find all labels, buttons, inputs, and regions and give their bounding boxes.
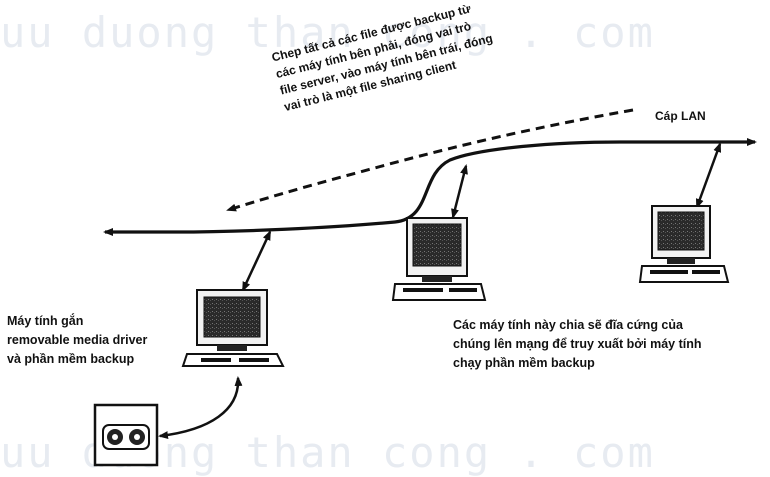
computer-icon	[181, 289, 285, 367]
computer-icon	[391, 217, 487, 301]
connector-tape-drive	[158, 376, 243, 440]
copy-direction-arrow	[226, 108, 634, 212]
shared-pcs-label: Các máy tính này chia sẽ đĩa cứng của ch…	[453, 318, 702, 370]
connector-pc-middle	[451, 164, 468, 219]
backup-pc-label: Máy tính gắn removable media driver và p…	[7, 314, 148, 366]
connector-pc-right	[695, 142, 722, 209]
watermark-top: uu duong than cong . com	[0, 8, 655, 57]
connector-backup-pc	[241, 230, 272, 292]
computer-icon	[638, 205, 730, 283]
lan-cable-label: Cáp LAN	[655, 109, 706, 123]
tape-drive-icon	[93, 403, 159, 467]
